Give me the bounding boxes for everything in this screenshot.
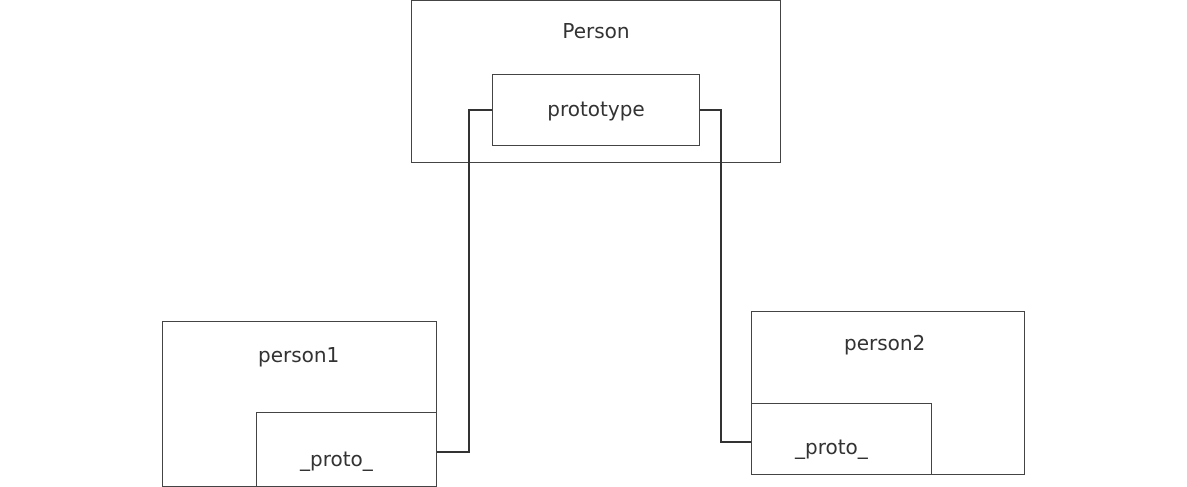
person1-proto-label: _proto_ [300, 447, 373, 471]
person2-proto-label: _proto_ [795, 435, 868, 459]
person2-title: person2 [844, 331, 926, 355]
person1-proto-box: _proto_ [256, 412, 437, 487]
person2-proto-box: _proto_ [751, 403, 932, 475]
prototype-label: prototype [547, 97, 645, 121]
prototype-box: prototype [492, 74, 700, 146]
person-title: Person [562, 19, 630, 43]
person1-title: person1 [258, 343, 340, 367]
